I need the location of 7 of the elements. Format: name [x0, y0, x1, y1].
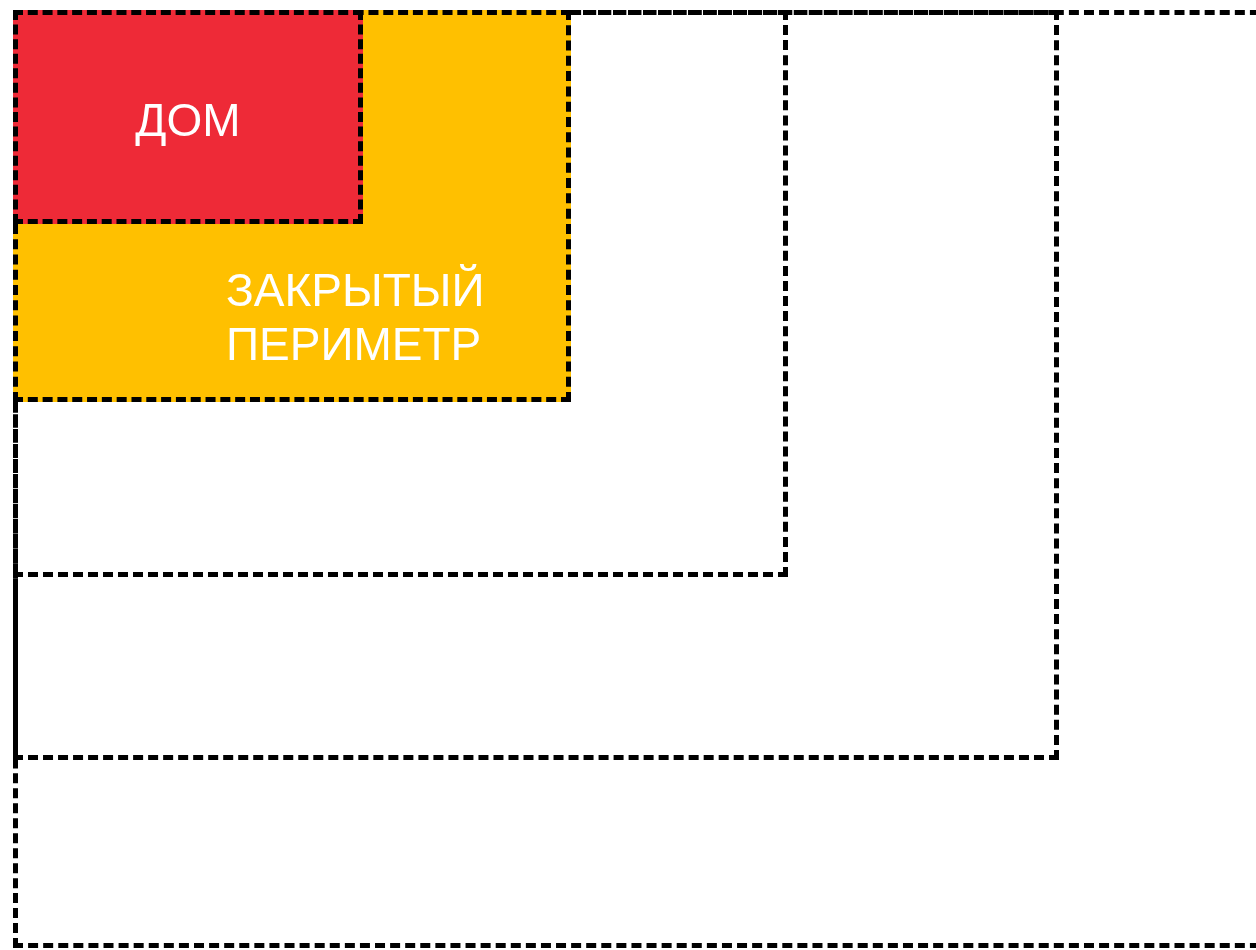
outer-zone-box [13, 10, 1256, 948]
zone-box [13, 10, 1059, 760]
zone-label: ДОМ [134, 93, 242, 147]
closed-perimeter-zone [13, 10, 571, 402]
zone-label: ЗАКРЫТЫЙ ПЕРИМЕТР [226, 263, 486, 371]
house-zone [13, 10, 363, 224]
zone-box [13, 10, 788, 577]
